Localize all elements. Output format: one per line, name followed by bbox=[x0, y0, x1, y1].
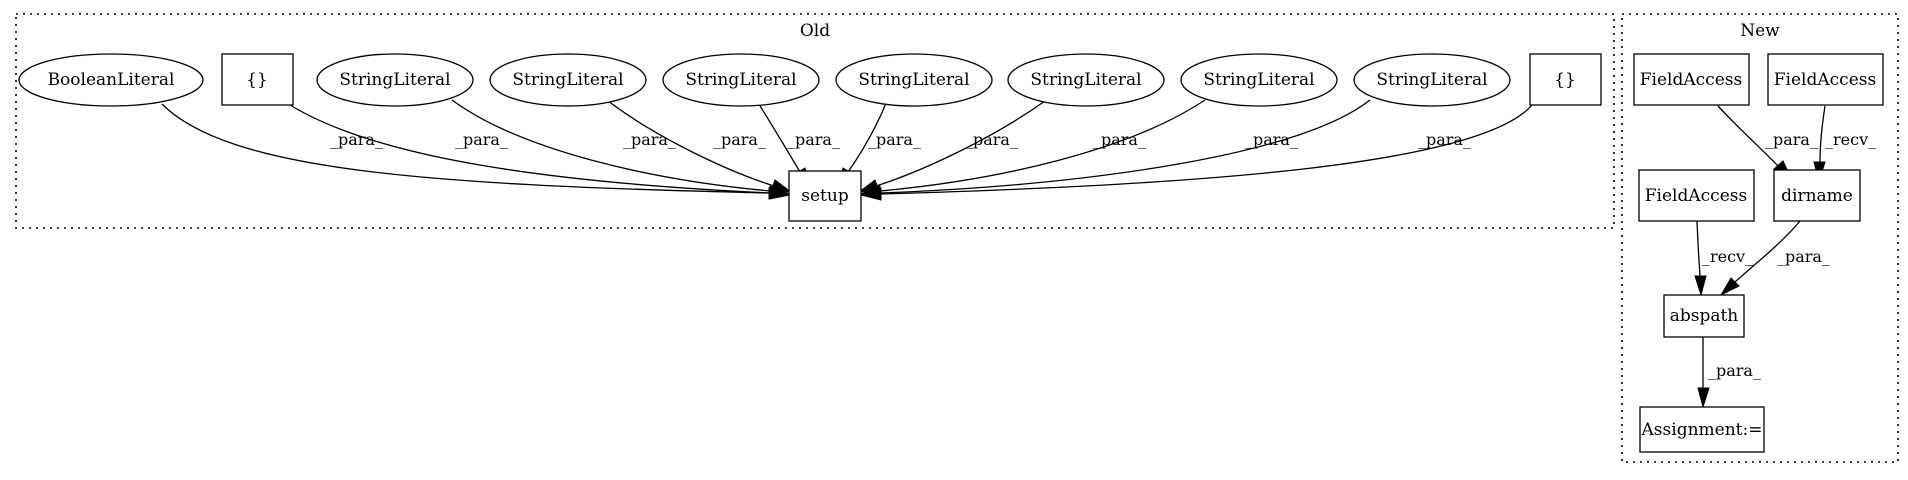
node-stringliteral-4: StringLiteral bbox=[835, 53, 993, 107]
node-stringliteral-6: StringLiteral bbox=[1180, 53, 1338, 107]
edge-label: _para_ bbox=[965, 130, 1018, 149]
node-dirname: dirname bbox=[1773, 169, 1861, 222]
node-stringliteral-5: StringLiteral bbox=[1007, 53, 1165, 107]
node-label: setup bbox=[801, 186, 849, 206]
edge-label: _para_ bbox=[1777, 247, 1830, 266]
edge-label: _para_ bbox=[1418, 130, 1471, 149]
edge-fieldaccess-2-to-dirname: _recv_ bbox=[1813, 105, 1876, 183]
cluster-new: New bbox=[1621, 13, 1899, 463]
node-assignment: Assignment:= bbox=[1639, 406, 1765, 453]
edge-abspath-to-assignment: _para_ bbox=[1697, 337, 1761, 409]
edge-label: _para_ bbox=[455, 130, 508, 149]
node-fieldaccess-1: FieldAccess bbox=[1633, 53, 1750, 106]
edge-label: _para_ bbox=[1708, 361, 1761, 380]
node-stringliteral-3: StringLiteral bbox=[662, 53, 820, 107]
node-fieldaccess-3: FieldAccess bbox=[1638, 169, 1755, 222]
node-label: StringLiteral bbox=[858, 70, 969, 90]
cluster-old: Old bbox=[15, 13, 1615, 229]
edge-label: _para_ bbox=[1765, 130, 1818, 149]
edge-label: _recv_ bbox=[1702, 247, 1753, 266]
node-label: StringLiteral bbox=[1203, 70, 1314, 90]
cluster-new-label: New bbox=[1740, 21, 1780, 41]
node-label: FieldAccess bbox=[1774, 70, 1876, 90]
edge-braces-2-to-setup: _para_ bbox=[859, 104, 1533, 201]
node-braces-1: {} bbox=[221, 53, 294, 106]
edge-label: _para_ bbox=[1245, 130, 1298, 149]
edge-label: _para_ bbox=[713, 130, 766, 149]
node-label: StringLiteral bbox=[1030, 70, 1141, 90]
edge-fieldaccess-3-to-abspath: _recv_ bbox=[1694, 220, 1753, 297]
node-label: StringLiteral bbox=[1376, 70, 1487, 90]
node-label: StringLiteral bbox=[685, 70, 796, 90]
edge-stringliteral-5-to-setup: _para_ bbox=[857, 100, 1046, 193]
node-fieldaccess-2: FieldAccess bbox=[1767, 53, 1884, 106]
node-stringliteral-7: StringLiteral bbox=[1353, 53, 1511, 107]
node-setup: setup bbox=[788, 170, 862, 222]
edge-dirname-to-abspath: _para_ bbox=[1719, 220, 1830, 297]
node-label: abspath bbox=[1670, 306, 1739, 326]
edge-label: _para_ bbox=[787, 130, 840, 149]
node-abspath: abspath bbox=[1663, 294, 1745, 338]
edge-stringliteral-2-to-setup: _para_ bbox=[607, 100, 793, 193]
node-label: StringLiteral bbox=[512, 70, 623, 90]
node-label: Assignment:= bbox=[1641, 420, 1763, 440]
node-label: FieldAccess bbox=[1640, 70, 1742, 90]
edge-booleanliteral-to-setup: _para_ bbox=[161, 103, 791, 200]
node-braces-2: {} bbox=[1529, 53, 1602, 106]
edge-label: _para_ bbox=[330, 130, 383, 149]
node-label: dirname bbox=[1781, 186, 1853, 206]
edge-label: _para_ bbox=[1093, 130, 1146, 149]
node-label: BooleanLiteral bbox=[48, 70, 175, 90]
node-label: StringLiteral bbox=[339, 70, 450, 90]
edge-label: _para_ bbox=[623, 130, 676, 149]
node-booleanliteral: BooleanLiteral bbox=[18, 53, 204, 107]
node-label: {} bbox=[1554, 70, 1576, 90]
edge-label: _recv_ bbox=[1825, 130, 1876, 149]
cluster-old-label: Old bbox=[800, 21, 830, 41]
node-label: {} bbox=[246, 70, 268, 90]
edge-label: _para_ bbox=[868, 130, 921, 149]
node-label: FieldAccess bbox=[1645, 186, 1747, 206]
node-stringliteral-1: StringLiteral bbox=[316, 53, 474, 107]
edge-fieldaccess-1-to-dirname: _para_ bbox=[1717, 105, 1818, 182]
node-stringliteral-2: StringLiteral bbox=[489, 53, 647, 107]
edges: _para_ _para_ _para_ _para_ _para_ bbox=[161, 99, 1876, 409]
